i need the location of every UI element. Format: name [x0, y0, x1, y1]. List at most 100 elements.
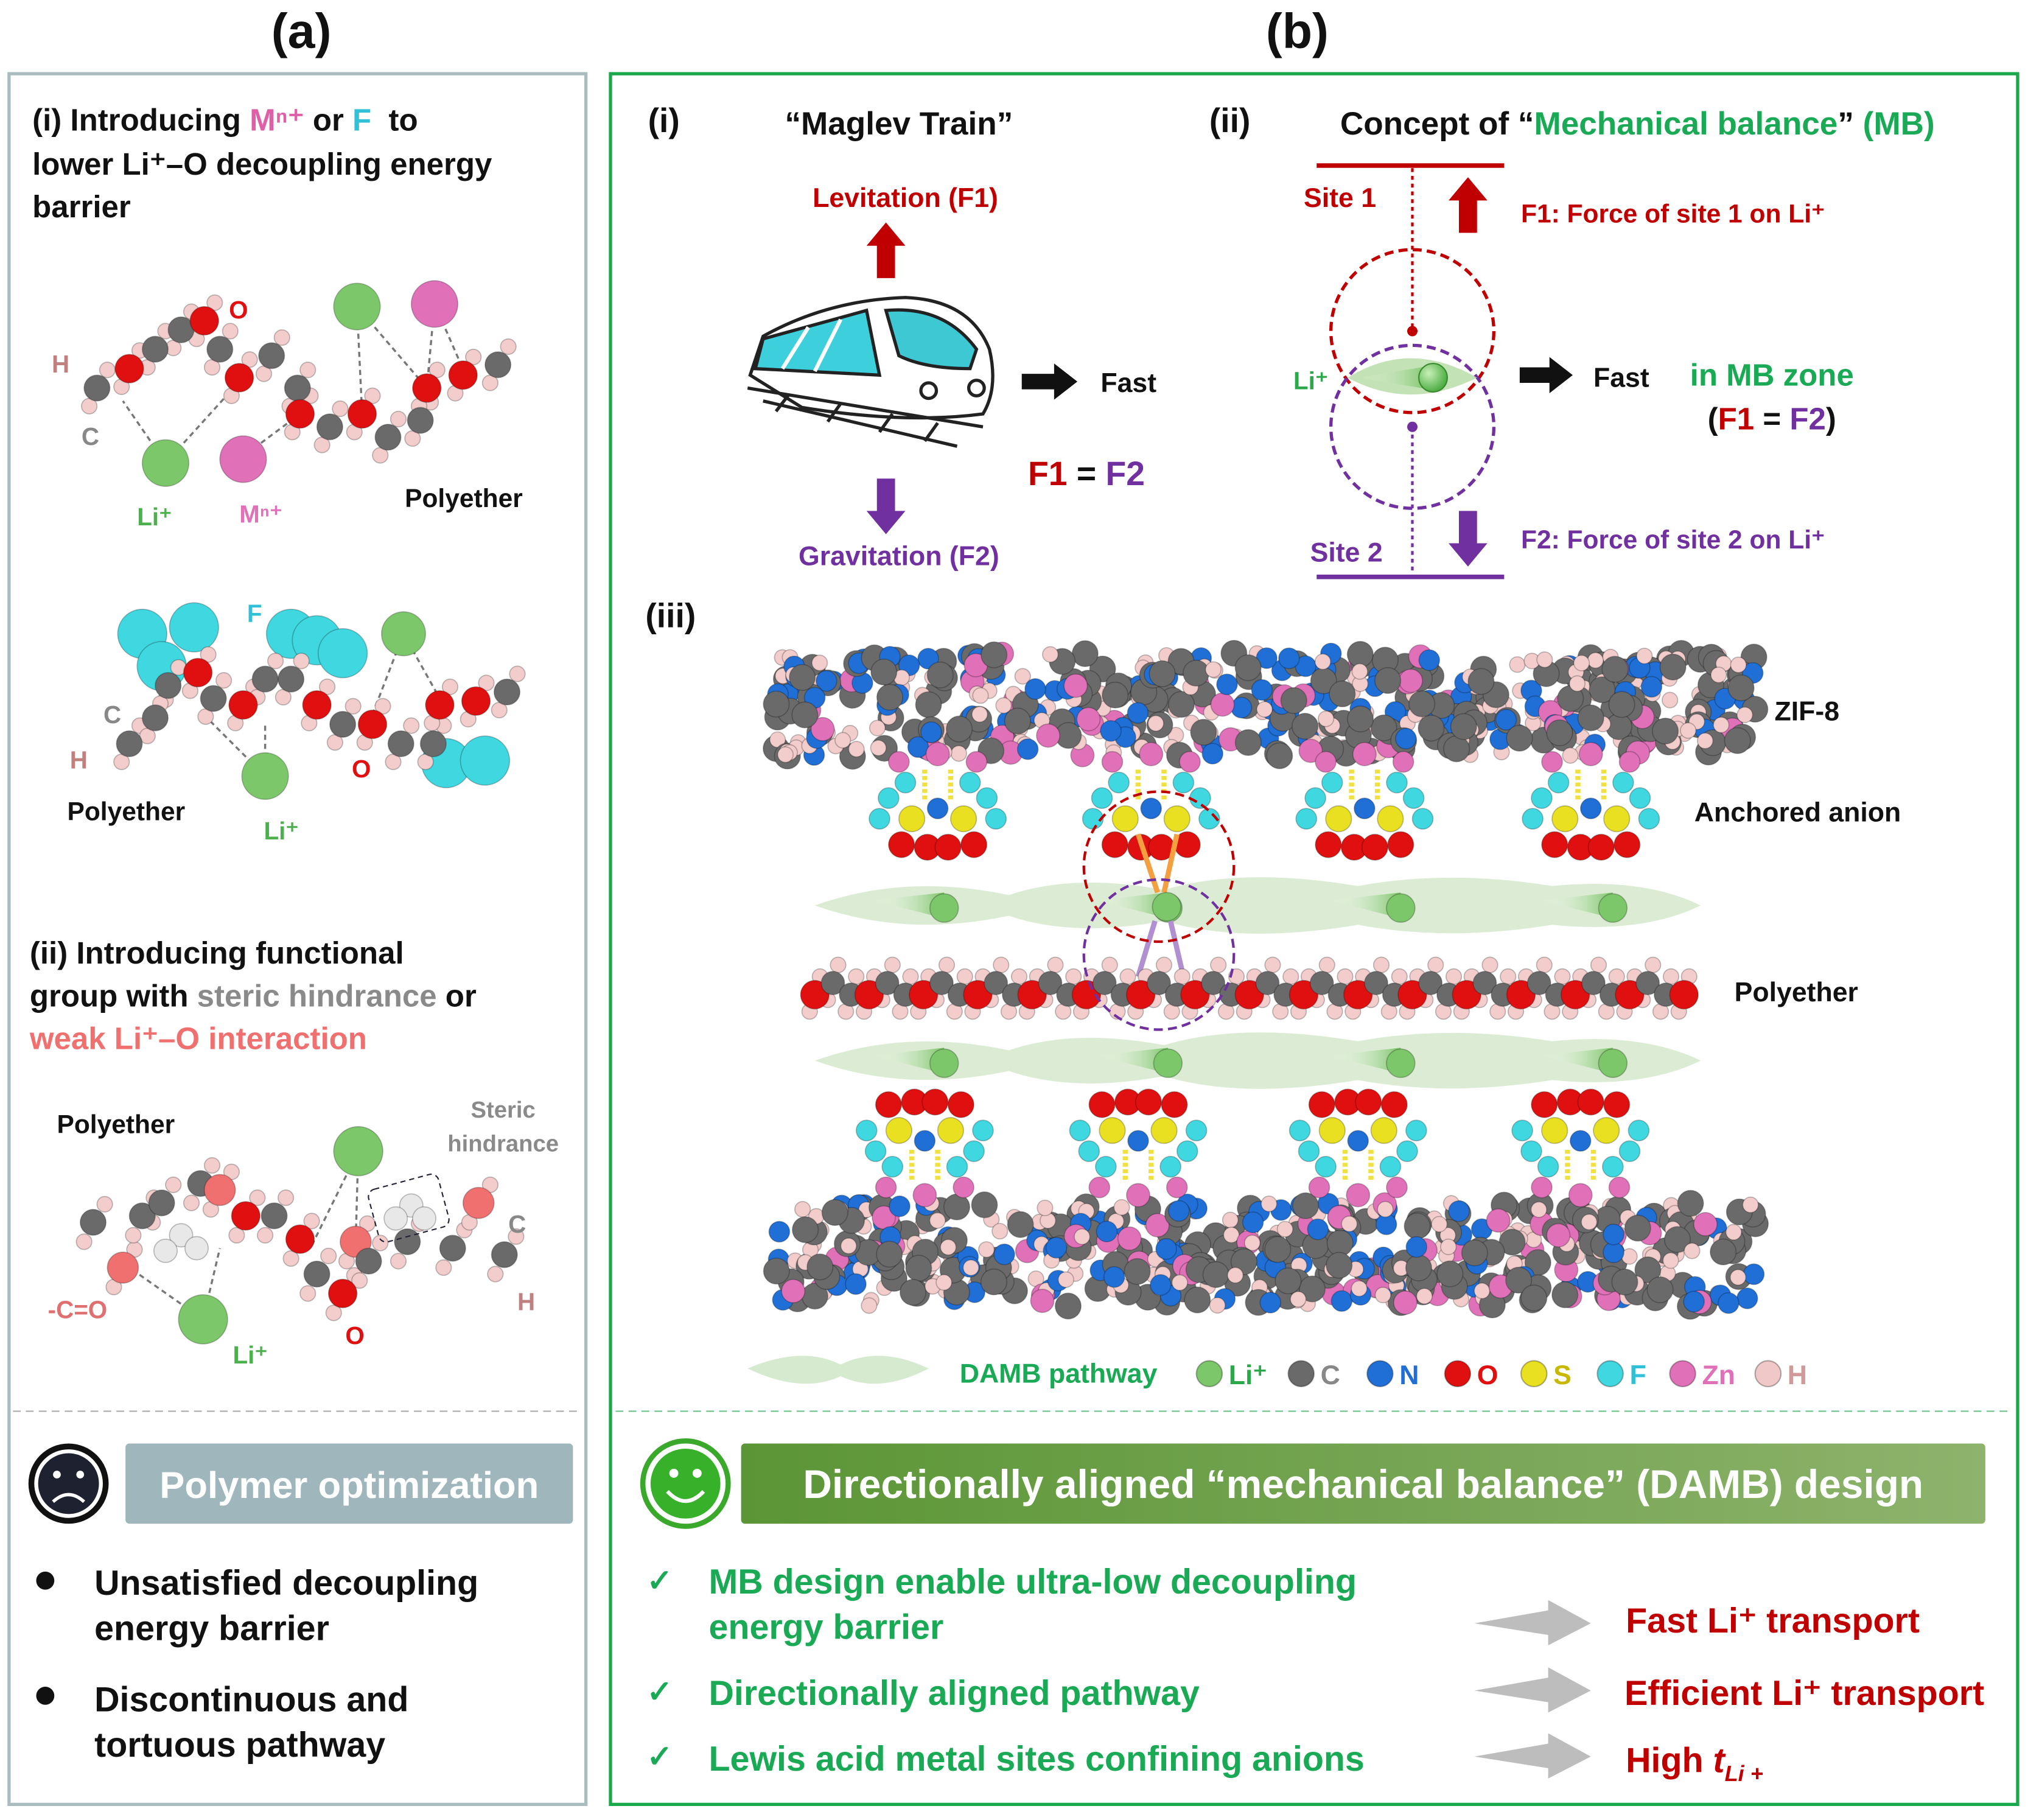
atom-c — [820, 971, 845, 995]
atom-c — [806, 1253, 834, 1281]
atom-c — [1124, 1258, 1151, 1286]
atom-h — [978, 1241, 995, 1258]
atom-n — [1100, 719, 1122, 742]
check-icon: ✓ — [647, 1563, 673, 1598]
polymer-optimization-banner — [125, 1443, 573, 1524]
atom-h — [241, 351, 258, 368]
atom-h — [1562, 747, 1579, 764]
atom-c — [374, 424, 402, 451]
atom-f — [1108, 771, 1130, 794]
atom-o — [1180, 979, 1210, 1010]
steric-label-1: Steric — [470, 1097, 535, 1123]
atom-label-li2: Li⁺ — [264, 817, 299, 845]
atom-h — [1590, 956, 1607, 973]
section-i-line2: lower Li⁺–O decoupling energy — [32, 147, 492, 181]
atom-n — [768, 1220, 791, 1243]
zif-8-top-layer — [762, 640, 1769, 770]
li-ion — [141, 439, 190, 487]
atom-h — [1205, 661, 1222, 678]
atom-c — [1436, 1260, 1464, 1287]
atom-s — [1163, 805, 1191, 833]
atom-f — [1547, 771, 1570, 794]
atom-n — [1495, 709, 1517, 731]
atom-n — [917, 648, 939, 670]
atom-f — [1405, 1119, 1427, 1142]
atom-label-li: Li⁺ — [137, 503, 172, 531]
legend-label: Li⁺ — [1229, 1360, 1267, 1390]
atom-h — [1713, 716, 1730, 733]
atom-h — [1509, 656, 1526, 673]
atom-h — [1427, 956, 1444, 973]
result-3: High tLi + — [1626, 1741, 1763, 1786]
polymer-optimization-label: Polymer optimization — [159, 1465, 539, 1507]
atom-n — [1736, 1287, 1758, 1309]
atom-c — [1326, 1251, 1353, 1279]
li-ion — [178, 1294, 228, 1345]
grey-arrow-icon — [1474, 1733, 1591, 1779]
section-ii-line3: weak Li⁺–O interaction — [29, 1021, 367, 1055]
atom-o — [909, 979, 939, 1010]
atom-h — [325, 1304, 342, 1321]
atom-h — [1530, 1201, 1547, 1218]
atom-h — [125, 1227, 142, 1244]
atom-h — [861, 1297, 878, 1314]
atom-n — [1140, 797, 1163, 819]
atom-s — [1370, 1117, 1397, 1144]
legend-label: S — [1553, 1360, 1572, 1390]
atom-h — [1440, 1238, 1457, 1256]
li-ion-trail — [1542, 892, 1613, 919]
polyether-label-1: Polyether — [405, 485, 523, 513]
atom-c — [1624, 1214, 1651, 1242]
atom-h — [769, 731, 786, 748]
f1-arrow-icon — [1449, 177, 1488, 233]
atom-zn — [1541, 751, 1563, 773]
atom-zn — [1298, 738, 1323, 763]
atom-h — [1372, 956, 1390, 973]
atom-h — [372, 1234, 389, 1251]
atom-c — [1274, 1267, 1302, 1295]
atom-h — [1645, 956, 1662, 973]
atom-h — [299, 362, 316, 379]
atom-c — [1404, 1213, 1431, 1240]
atom-h — [273, 329, 290, 346]
atom-h — [1581, 1213, 1598, 1231]
atom-f — [1511, 1119, 1533, 1142]
b-iii-label: (iii) — [645, 597, 696, 635]
atom-c — [284, 374, 311, 402]
atom-c — [1202, 1261, 1229, 1289]
atom-o — [1101, 831, 1128, 858]
atom-zn — [875, 1176, 897, 1199]
atom-s — [898, 805, 926, 833]
atom-c — [1589, 676, 1616, 704]
li-ion-tail — [1358, 366, 1430, 390]
anchored-anions — [855, 741, 1660, 1208]
section-i-line3: barrier — [32, 189, 131, 224]
atom-o — [228, 690, 258, 720]
atom-zn — [912, 1183, 937, 1208]
atom-h — [223, 1163, 240, 1180]
atom-n — [993, 1243, 1015, 1265]
li-ion — [241, 752, 289, 800]
atom-zn — [1346, 1183, 1371, 1208]
atom-n — [1127, 1130, 1149, 1152]
legend-label: H — [1788, 1360, 1807, 1390]
atom-zn — [925, 741, 950, 766]
atom-h — [1730, 656, 1747, 673]
atom-o — [934, 833, 962, 861]
polyether-molecule-fluorine — [113, 602, 526, 800]
atom-h — [870, 740, 887, 757]
atom-h — [1155, 956, 1173, 973]
levitation-label: Levitation (F1) — [813, 183, 998, 213]
atom-h — [794, 1201, 811, 1218]
atom-c — [1710, 1238, 1737, 1265]
atom-o — [1561, 979, 1590, 1010]
atom-n — [1251, 679, 1273, 701]
atom-o — [1452, 979, 1481, 1010]
b-i-label: (i) — [648, 102, 680, 139]
atom-h — [267, 653, 284, 670]
atom-h — [99, 362, 116, 379]
atom-c — [876, 1241, 903, 1268]
atom-h — [390, 1253, 407, 1270]
atom-c — [200, 685, 227, 712]
atom-f — [894, 771, 917, 794]
